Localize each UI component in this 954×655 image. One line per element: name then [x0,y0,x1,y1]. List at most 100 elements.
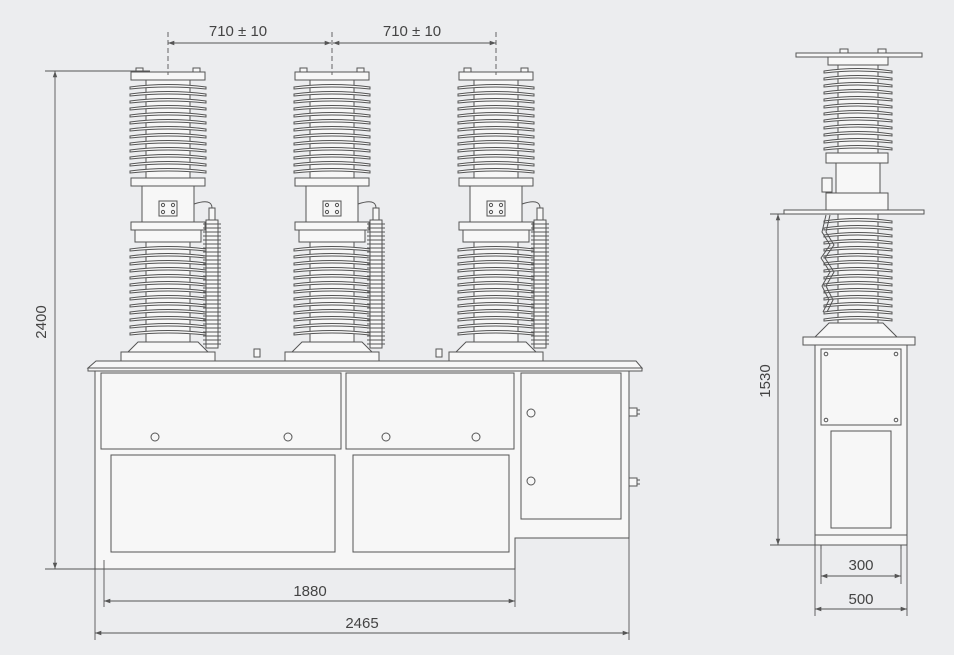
dim-phase-spacing-1: 710 ± 10 [209,23,267,40]
insulator-shed [823,225,893,231]
insulator-shed [823,274,893,280]
mechanism-cabinet [86,348,644,570]
insulator-shed [457,154,535,160]
insulator-shed [129,147,207,153]
insulator-shed [129,112,207,118]
door-handle [471,432,481,442]
door-handle [283,432,293,442]
insulator-shed [823,89,893,95]
mounting-plate [783,209,925,215]
upper-left-panel [100,372,342,450]
insulator-shed [293,84,371,90]
insulator-shed [457,91,535,97]
insulator-shed [129,168,207,174]
side-knob [628,407,638,417]
insulator-shed [823,218,893,224]
insulator-shed [823,316,893,322]
dim-phase-spacing-2: 710 ± 10 [383,23,441,40]
dim-side-inner-width: 300 [848,557,873,574]
insulator-shed [457,126,535,132]
insulator-shed [129,154,207,160]
insulator-shed [823,302,893,308]
dimension-labels: 710 ± 10 710 ± 10 2400 1880 2465 1530 30… [33,23,874,632]
lower-left-panel [110,454,336,553]
side-knob [628,477,638,487]
insulator-shed [823,253,893,259]
insulator-shed [129,161,207,167]
insulator-shed [457,147,535,153]
insulator-shed [823,117,893,123]
insulator-shed [129,119,207,125]
dim-overall-width: 2465 [345,615,378,632]
insulator-shed [823,260,893,266]
side-interrupter-body [835,162,881,194]
upper-middle-panel [345,372,515,450]
terminal-box [322,200,342,217]
insulator-shed [457,133,535,139]
insulator-shed [457,112,535,118]
insulator-shed [823,82,893,88]
side-upper-panel [820,348,902,426]
top-knob [253,348,261,358]
insulator-shed [823,68,893,74]
insulator-shed [823,131,893,137]
insulator-shed [293,161,371,167]
insulator-shed [823,96,893,102]
insulator-shed [823,246,893,252]
dim-side-outer-width: 500 [848,591,873,608]
insulator-shed [823,232,893,238]
terminal-box [158,200,178,217]
insulator-shed [129,105,207,111]
insulator-shed [129,91,207,97]
insulator-shed [293,133,371,139]
insulator-shed [823,281,893,287]
dim-base-width: 1880 [293,583,326,600]
insulator-shed [129,84,207,90]
terminal-box [486,200,506,217]
insulator-shed [457,105,535,111]
insulator-shed [457,168,535,174]
door-handle [150,432,160,442]
insulator-shed [823,288,893,294]
insulator-shed [457,84,535,90]
insulator-shed [457,119,535,125]
insulator-shed [293,91,371,97]
insulator-shed [293,140,371,146]
insulator-shed [129,140,207,146]
insulator-shed [129,126,207,132]
insulator-shed [823,138,893,144]
pole [120,67,221,362]
insulator-shed [457,161,535,167]
insulator-shed [823,103,893,109]
insulator-shed [823,110,893,116]
door-handle [526,476,536,486]
insulator-shed [293,126,371,132]
side-view [783,48,925,549]
door-handle [381,432,391,442]
insulator-shed [129,98,207,104]
top-terminal-plate [795,52,923,58]
pole [284,67,385,362]
insulator-shed [457,140,535,146]
insulator-shed [293,147,371,153]
insulator-shed [293,119,371,125]
lower-middle-panel [352,454,510,553]
insulator-shed [293,154,371,160]
insulator-shed [823,295,893,301]
insulator-shed [823,124,893,130]
insulator-shed [823,267,893,273]
dim-overall-height: 2400 [33,305,50,338]
insulator-shed [293,98,371,104]
insulator-shed [293,105,371,111]
insulator-shed [293,168,371,174]
side-lower-panel [830,430,892,529]
front-view [86,67,644,570]
top-knob [435,348,443,358]
right-door [520,372,622,520]
insulator-shed [823,145,893,151]
insulator-shed [823,239,893,245]
dim-side-height: 1530 [757,364,774,397]
insulator-shed [823,309,893,315]
insulator-shed [457,98,535,104]
